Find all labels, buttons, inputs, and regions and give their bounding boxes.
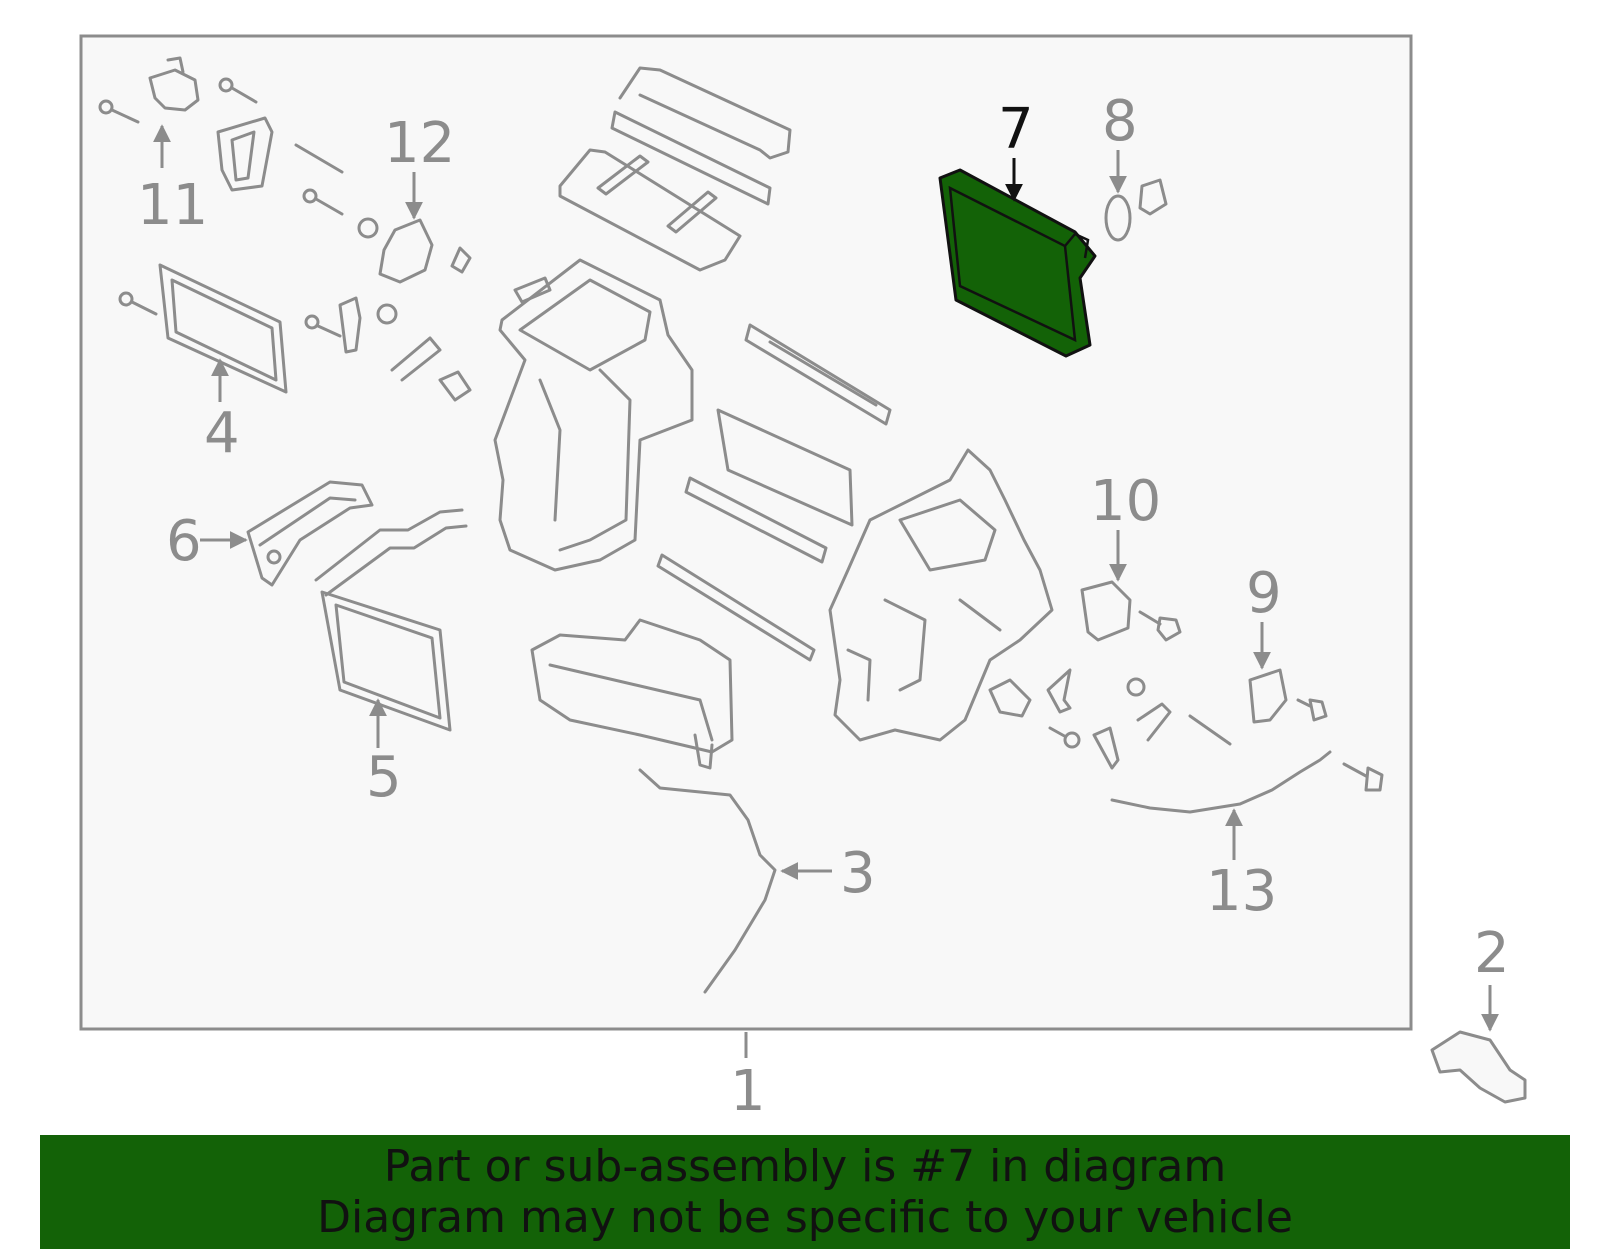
top-seals — [558, 66, 792, 272]
callout-13: 13 — [1206, 859, 1277, 924]
callout-2: 2 — [1474, 921, 1510, 986]
misc-small-parts — [988, 668, 1232, 770]
part-5 — [314, 508, 468, 732]
part-6 — [246, 480, 374, 587]
part-8 — [1104, 178, 1168, 242]
callout-7: 7 — [998, 97, 1034, 162]
info-banner: Part or sub-assembly is #7 in diagram Di… — [40, 1135, 1570, 1249]
part-2 — [1430, 1030, 1527, 1104]
part-3-hose — [638, 768, 777, 994]
callout-4: 4 — [204, 401, 240, 466]
bottom-tray — [530, 618, 734, 770]
callout-9: 9 — [1246, 561, 1282, 626]
callout-12: 12 — [384, 111, 455, 176]
callout-10: 10 — [1090, 469, 1161, 534]
part-13-hose — [1110, 750, 1332, 814]
callout-arrows — [153, 124, 1499, 1058]
part-11-bracket — [98, 56, 379, 239]
banner-line-1: Part or sub-assembly is #7 in diagram — [383, 1141, 1227, 1192]
callout-1: 1 — [730, 1059, 766, 1124]
part-12 — [304, 218, 472, 402]
part-7-cabin-filter — [938, 168, 1097, 358]
callout-6: 6 — [166, 509, 202, 574]
callout-3: 3 — [840, 841, 876, 906]
assembly-panel — [79, 34, 1413, 1031]
part-9 — [1248, 668, 1384, 792]
part-10 — [1080, 580, 1182, 642]
middle-strips — [656, 323, 892, 662]
callout-11: 11 — [137, 173, 208, 238]
part-4 — [118, 263, 288, 394]
right-housing — [828, 448, 1054, 742]
banner-line-2: Diagram may not be specific to your vehi… — [317, 1192, 1293, 1243]
left-housing — [493, 258, 694, 572]
callout-8: 8 — [1102, 89, 1138, 154]
callout-5: 5 — [366, 745, 402, 810]
